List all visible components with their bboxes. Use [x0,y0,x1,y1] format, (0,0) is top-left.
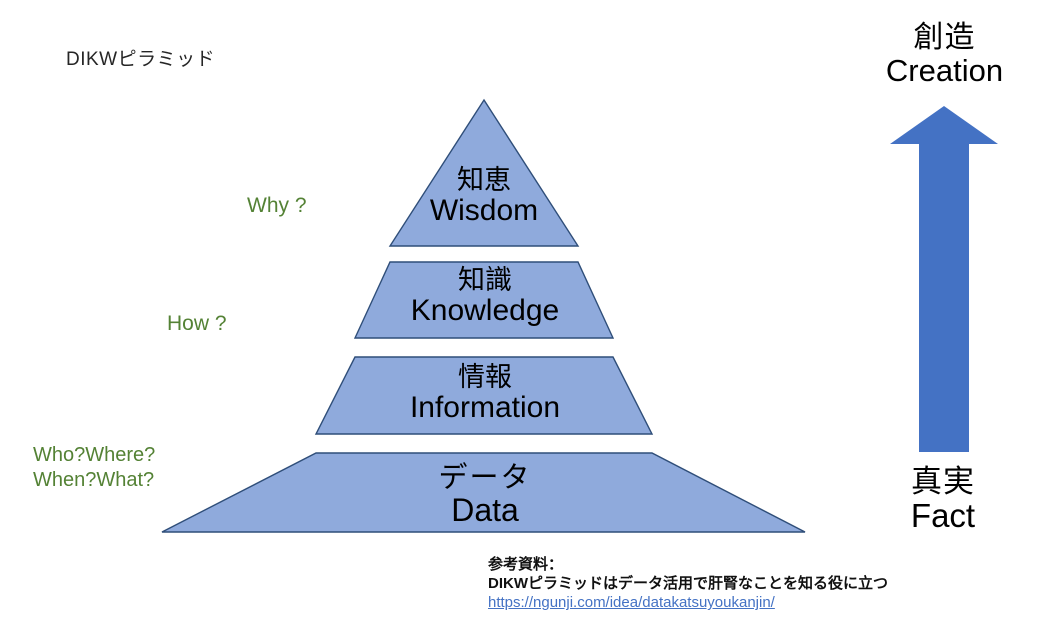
up-arrow-shape [890,106,998,452]
pyramid-tier-information-label: 情報 Information [325,363,645,423]
tier-label-jp: 知識 [458,265,512,295]
reference-block: 参考資料： DIKWピラミッドはデータ活用で肝腎なことを知る役に立つ https… [488,556,888,613]
axis-label-creation-en: Creation [885,53,1004,89]
axis-label-fact-en: Fact [910,497,976,535]
pyramid-tier-information-shape[interactable] [314,356,654,435]
axis-label-creation: 創造 Creation [852,21,1037,89]
reference-title: DIKWピラミッドはデータ活用で肝腎なことを知る役に立つ [488,574,888,592]
reference-heading: 参考資料： [488,556,564,573]
page-title: DIKWピラミッド [66,49,216,70]
question-label-5w: Who?Where? When?What? [33,443,155,493]
reference-link[interactable]: https://ngunji.com/idea/datakatsuyoukanj… [488,594,775,612]
pyramid-tier-wisdom-label: 知恵 Wisdom [384,166,584,226]
question-label-5w-line2: When?What? [33,469,155,491]
tier-label-en: Data [451,491,519,528]
pyramid-tier-knowledge-label: 知識 Knowledge [330,266,640,326]
pyramid-tier-knowledge-shape[interactable] [353,261,615,339]
question-label-5w-line1: Who?Where? [33,444,156,466]
tier-label-jp: データ [438,462,532,494]
question-label-why: Why ? [247,194,307,217]
axis-label-fact-jp: 真実 [911,464,975,499]
pyramid-tier-data-shape[interactable] [161,452,806,533]
question-label-how: How ? [167,312,227,335]
up-arrow-icon [890,106,998,452]
tier-label-en: Wisdom [429,193,539,227]
tier-label-jp: 知恵 [457,165,511,195]
tier-label-en: Information [409,390,561,424]
pyramid-tier-data-label: データ Data [345,463,625,528]
tier-label-en: Knowledge [410,293,560,327]
tier-label-jp: 情報 [458,362,512,392]
pyramid-tier-wisdom-shape[interactable] [388,98,580,247]
axis-label-fact: 真実 Fact [868,465,1018,534]
axis-label-creation-jp: 創造 [913,21,976,54]
